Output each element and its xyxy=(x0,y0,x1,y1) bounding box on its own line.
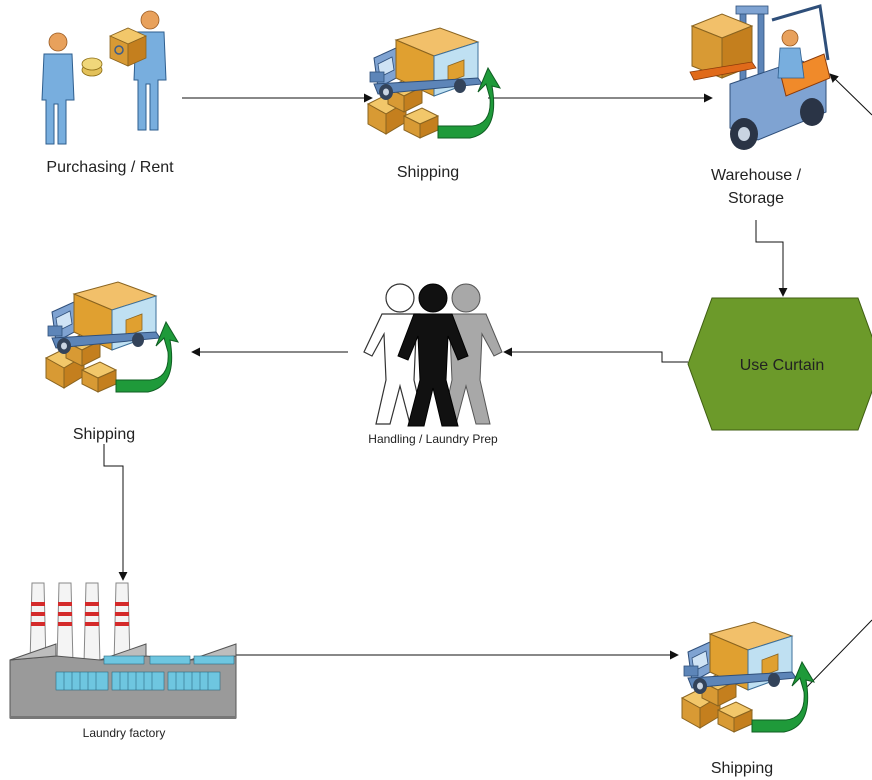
shipping-bottom-label: Shipping xyxy=(711,760,773,777)
connector-curtain-to-handling xyxy=(503,347,688,363)
node-laundry: Laundry factory xyxy=(9,582,237,740)
warehouse-label-line1: Warehouse / xyxy=(711,167,802,184)
delivery-truck-icon xyxy=(681,621,815,733)
node-warehouse: Warehouse / Storage xyxy=(689,4,831,207)
node-shipping-left: Shipping xyxy=(45,281,179,443)
connector-warehouse-to-curtain xyxy=(755,220,788,297)
shipping-left-label: Shipping xyxy=(73,426,135,443)
connector-return-lower xyxy=(803,619,872,691)
connector-return-upper xyxy=(829,73,872,116)
laundry-label: Laundry factory xyxy=(83,726,166,740)
node-purchasing: Purchasing / Rent xyxy=(41,10,174,176)
node-handling: Handling / Laundry Prep xyxy=(363,283,503,446)
connectors xyxy=(103,73,872,691)
node-use-curtain: Use Curtain xyxy=(687,297,872,431)
factory-icon xyxy=(9,582,237,719)
forklift-icon xyxy=(689,4,831,150)
warehouse-label-line2: Storage xyxy=(728,190,784,207)
shipping-top-label: Shipping xyxy=(397,164,459,181)
handling-label: Handling / Laundry Prep xyxy=(368,432,498,446)
business-handshake-icon xyxy=(41,10,167,145)
node-shipping-bottom: Shipping xyxy=(681,621,815,777)
delivery-truck-icon xyxy=(367,27,501,139)
use-curtain-hexagon xyxy=(687,297,872,431)
purchasing-label: Purchasing / Rent xyxy=(46,159,174,176)
use-curtain-label: Use Curtain xyxy=(740,357,824,374)
delivery-truck-icon xyxy=(45,281,179,393)
connector-shipping-to-laundry xyxy=(103,444,128,581)
people-group-icon xyxy=(363,283,503,427)
node-shipping-top: Shipping xyxy=(367,27,501,181)
